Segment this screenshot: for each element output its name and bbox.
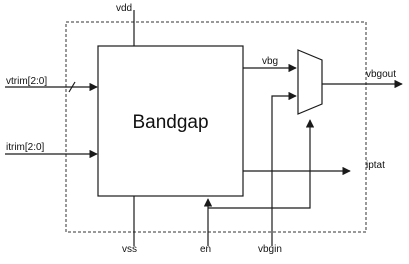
bandgap-block [97,45,244,197]
iptat-label: iptat [366,160,385,171]
itrim-label: itrim[2:0] [6,142,45,153]
bandgap-title: Bandgap [132,112,208,133]
vdd-label: vdd [116,3,132,14]
vbgin-wire [271,91,297,246]
en-label: en [200,244,211,255]
vbg-mux [297,49,323,115]
vtrim-bus-slash [68,81,76,93]
en-branch-wire [208,119,315,209]
subsystem-boundary [65,21,367,233]
vtrim-label: vtrim[2:0] [6,76,47,87]
vss-label: vss [122,244,137,255]
vbgin-label: vbgin [258,244,282,255]
vbg-label: vbg [262,56,278,67]
vbgout-label: vbgout [366,69,396,80]
